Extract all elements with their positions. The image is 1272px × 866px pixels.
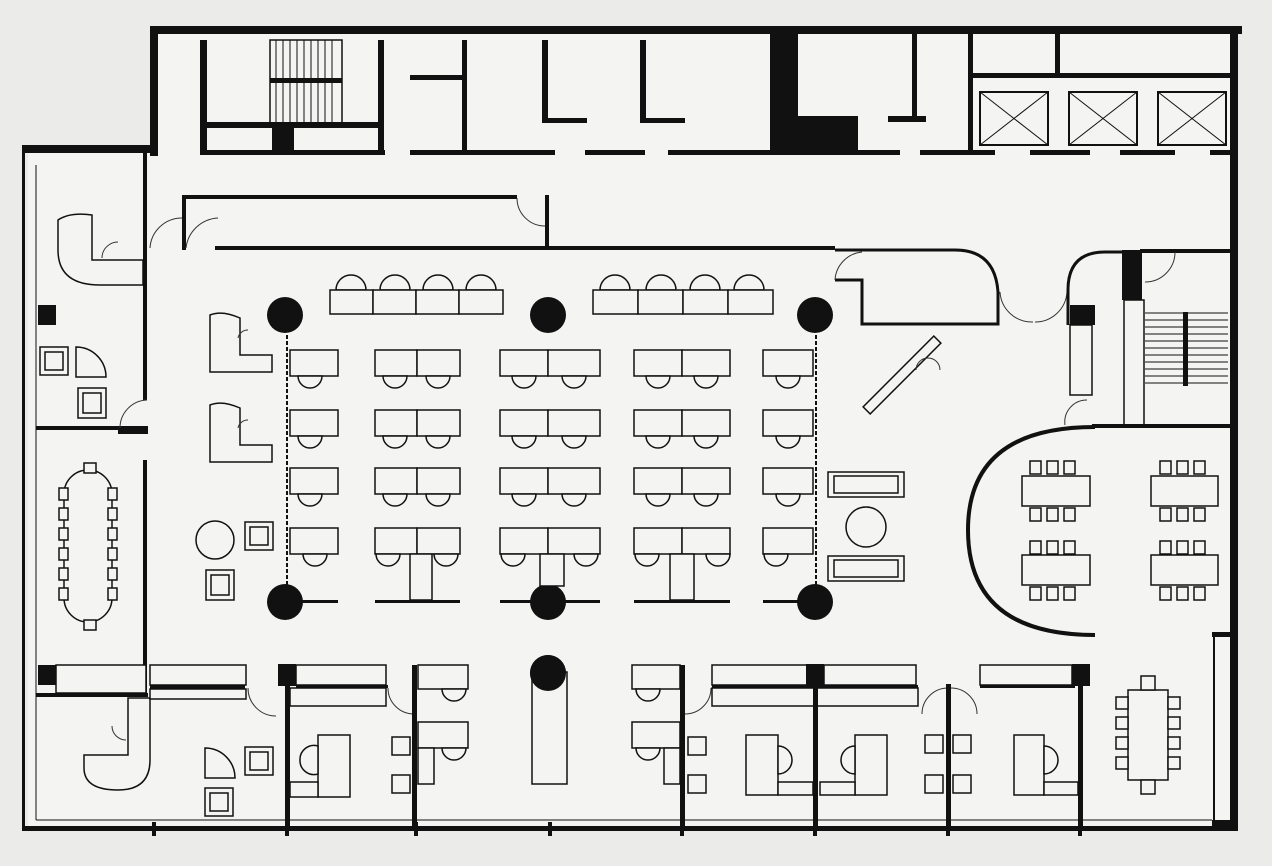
- building-core: [200, 34, 1232, 155]
- bottom-left-office: [36, 660, 274, 817]
- fire-stair: [1145, 312, 1228, 386]
- bottom-private-offices: [149, 664, 1181, 836]
- cafe-table: [1021, 540, 1091, 601]
- left-lounge-desks: [195, 312, 274, 601]
- cafe-table: [1150, 460, 1219, 522]
- core-stair: [269, 39, 343, 125]
- top-desk-row-left: [329, 274, 504, 315]
- exterior-walls: [22, 26, 1242, 831]
- left-reception-room: [36, 150, 148, 434]
- conference-room-left: [58, 460, 147, 660]
- elevator-3: [1157, 91, 1227, 146]
- elevator-1: [979, 91, 1049, 146]
- corridor-partitions: [149, 195, 835, 250]
- top-desk-row-right: [592, 274, 774, 315]
- open-plan-workstations: [286, 335, 817, 603]
- cafe-table: [1021, 460, 1091, 522]
- structural-columns: [267, 297, 833, 785]
- conference-table-right: [1115, 675, 1181, 795]
- cafe-table: [1150, 540, 1219, 601]
- elevator-2: [1068, 91, 1138, 146]
- upper-right-rooms: [834, 248, 1232, 428]
- cafeteria: [965, 425, 1232, 820]
- right-lounge-seating: [827, 471, 905, 582]
